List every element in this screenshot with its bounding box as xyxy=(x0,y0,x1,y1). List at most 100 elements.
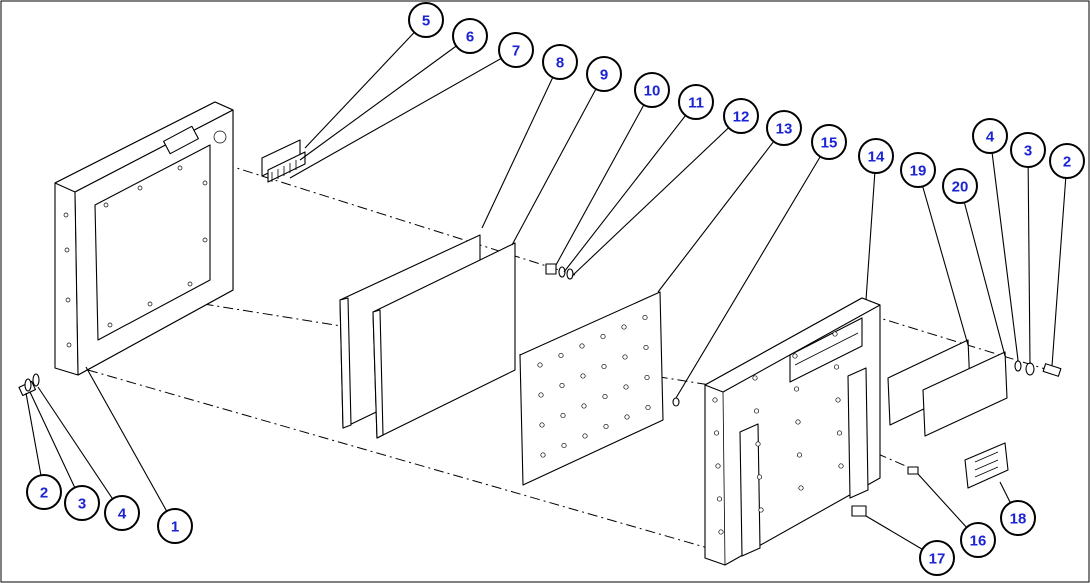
plate-hole xyxy=(602,393,608,400)
balloon-label: 3 xyxy=(78,496,86,513)
item-balloon-3: 3 xyxy=(64,485,100,521)
part-cover-20 xyxy=(922,351,1008,437)
item-balloon-4: 4 xyxy=(104,495,140,531)
balloon-label: 2 xyxy=(1063,154,1071,171)
plate-hole xyxy=(580,373,586,379)
part-mounting-plate xyxy=(519,291,664,486)
balloon-circle xyxy=(1010,132,1046,168)
leader-line-2 xyxy=(1051,160,1068,367)
plate-hole xyxy=(559,382,565,389)
item-balloon-9: 9 xyxy=(586,56,622,92)
leader-line-15 xyxy=(675,141,830,399)
item-balloon-13: 13 xyxy=(766,110,802,146)
balloon-label: 8 xyxy=(556,55,564,72)
item-balloon-14: 14 xyxy=(858,138,894,174)
plate-hole xyxy=(537,362,543,368)
balloon-label: 19 xyxy=(910,163,927,180)
plate-hole xyxy=(540,452,546,458)
item-balloon-1: 1 xyxy=(157,508,193,544)
leader-line-10 xyxy=(555,89,653,266)
part-right-fasteners xyxy=(1014,360,1062,377)
leader-line-11 xyxy=(563,101,697,273)
leader-line-14 xyxy=(865,155,877,301)
leader-line-13 xyxy=(657,127,785,293)
housing-hole xyxy=(715,463,721,469)
leader-line-6 xyxy=(299,35,471,161)
housing-hole xyxy=(756,474,763,480)
item-balloon-10: 10 xyxy=(634,72,670,108)
leader-line-8 xyxy=(481,61,561,229)
housing-hole xyxy=(716,496,723,502)
balloon-circle xyxy=(1000,500,1036,536)
balloon-circle xyxy=(972,118,1008,154)
leader-line-3 xyxy=(29,391,83,504)
item-balloon-8: 8 xyxy=(542,44,578,80)
part-front-frame xyxy=(54,101,234,376)
balloon-label: 18 xyxy=(1010,511,1027,528)
plate-hole xyxy=(644,374,650,381)
balloon-label: 7 xyxy=(512,43,520,60)
plate-hole xyxy=(624,414,630,420)
balloon-label: 2 xyxy=(40,485,48,502)
housing-hole xyxy=(835,397,841,403)
plate-hole xyxy=(643,344,649,351)
plate-hole xyxy=(561,442,567,449)
balloon-circle xyxy=(157,508,193,544)
balloon-circle xyxy=(960,522,996,558)
item-balloon-18: 18 xyxy=(1000,500,1036,536)
part-left-fasteners xyxy=(18,373,40,397)
plate-hole xyxy=(600,333,606,340)
item-balloon-5: 5 xyxy=(408,2,444,38)
item-balloon-11: 11 xyxy=(678,84,714,120)
plate-hole xyxy=(603,423,609,430)
leader-line-19 xyxy=(917,169,969,346)
balloon-circle xyxy=(858,138,894,174)
part-housing xyxy=(704,297,881,566)
leader-line-4 xyxy=(989,135,1019,361)
part-connector xyxy=(261,139,306,183)
item-balloon-17: 17 xyxy=(919,540,955,576)
plate-hole xyxy=(642,314,648,321)
item-balloon-7: 7 xyxy=(498,32,534,68)
balloon-circle xyxy=(723,98,759,134)
housing-hole xyxy=(752,375,758,381)
item-balloon-19: 19 xyxy=(900,152,936,188)
plate-hole xyxy=(581,403,587,409)
balloon-circle xyxy=(498,32,534,68)
item-balloon-3: 3 xyxy=(1010,132,1046,168)
plate-hole xyxy=(645,404,651,411)
item-balloon-16: 16 xyxy=(960,522,996,558)
balloon-circle xyxy=(900,152,936,188)
housing-hole xyxy=(712,397,718,403)
balloon-label: 14 xyxy=(868,149,885,166)
leader-line-12 xyxy=(571,115,742,277)
leader-line-5 xyxy=(304,19,427,149)
housing-hole xyxy=(798,485,804,491)
leader-line-9 xyxy=(511,73,605,246)
housing-hole xyxy=(836,430,843,436)
balloon-label: 20 xyxy=(952,179,969,196)
housing-hole xyxy=(832,331,838,337)
plate-hole xyxy=(622,354,628,360)
plate-hole xyxy=(601,363,607,370)
balloon-circle xyxy=(634,72,670,108)
item-balloon-2: 2 xyxy=(1049,143,1085,179)
balloon-label: 4 xyxy=(986,129,995,146)
balloon-label: 1 xyxy=(171,519,179,536)
housing-hole xyxy=(838,463,844,469)
part-panel-9 xyxy=(372,242,516,439)
balloon-circle xyxy=(942,168,978,204)
leader-line-1 xyxy=(85,366,176,527)
plate-hole xyxy=(558,352,564,359)
balloon-circle xyxy=(919,540,955,576)
balloon-label: 13 xyxy=(776,121,793,138)
balloon-label: 15 xyxy=(821,135,838,152)
balloon-circle xyxy=(542,44,578,80)
item-balloon-4: 4 xyxy=(972,118,1008,154)
housing-hole xyxy=(795,419,801,425)
housing-hole xyxy=(758,507,764,513)
leader-line-3 xyxy=(1027,149,1031,365)
item-balloon-15: 15 xyxy=(811,124,847,160)
balloon-label: 4 xyxy=(118,506,127,523)
